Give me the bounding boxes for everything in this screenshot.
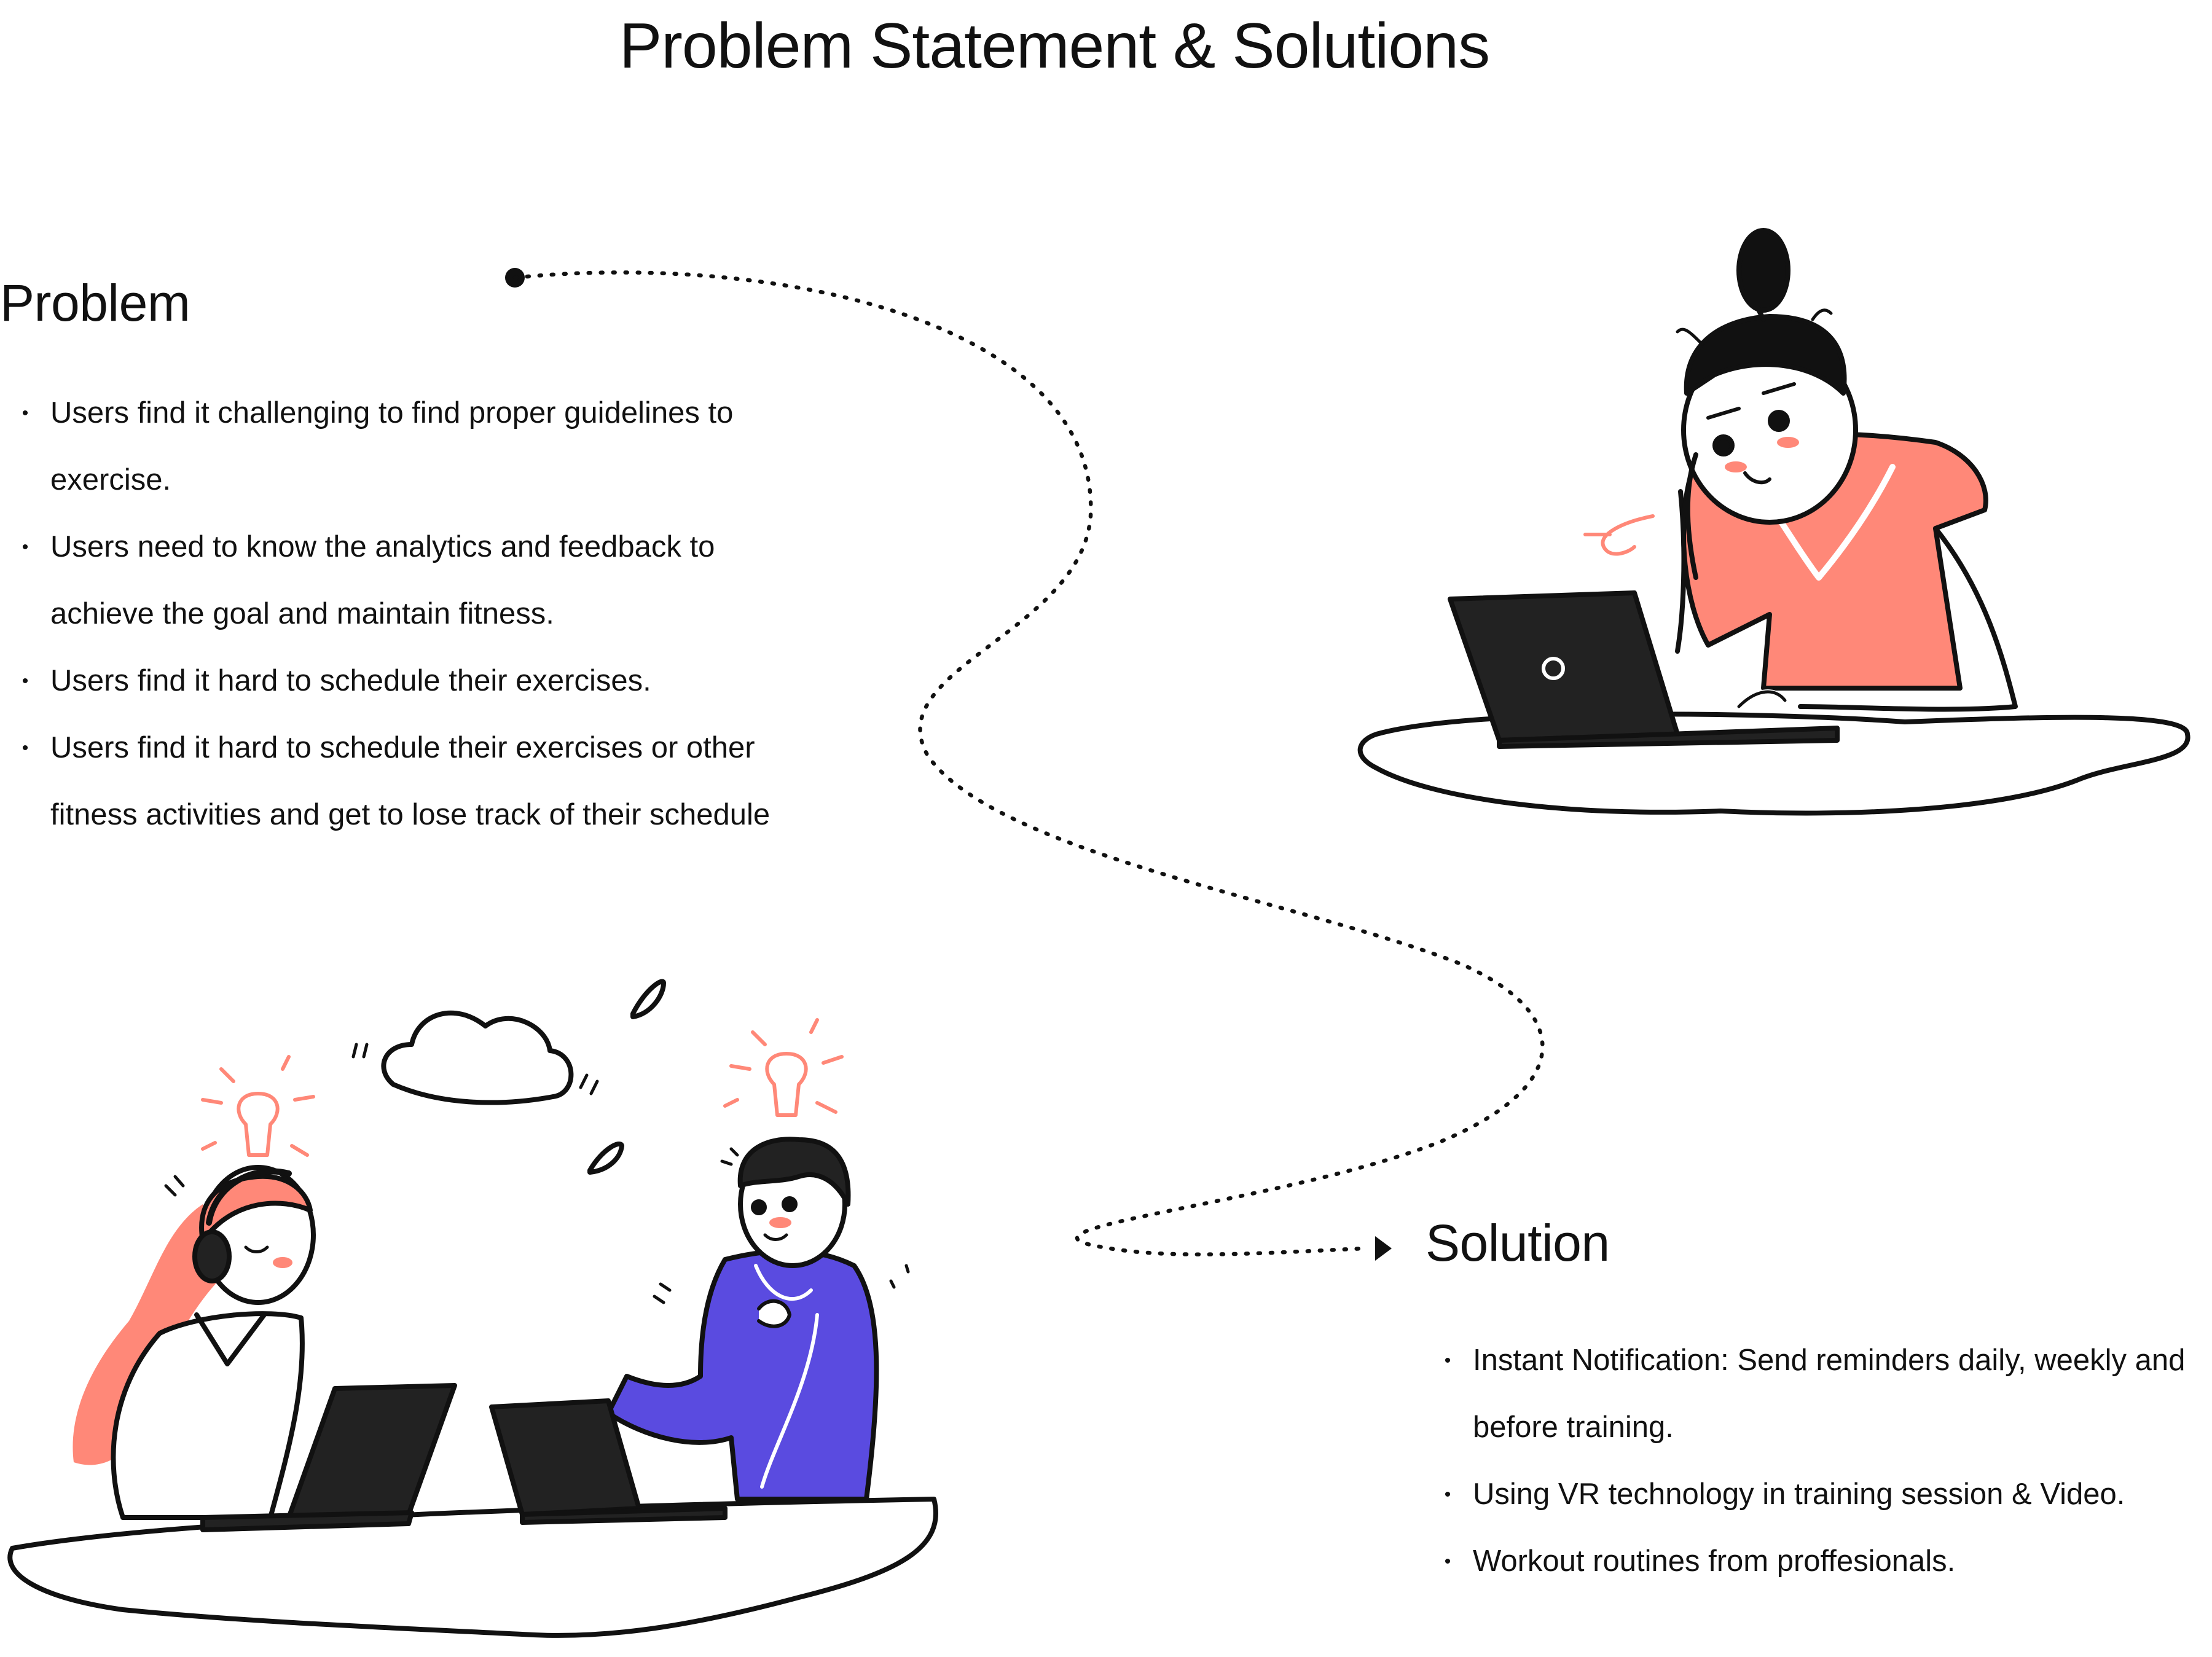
solution-heading: Solution — [1426, 1214, 1610, 1272]
list-item: • Users find it hard to schedule their ex… — [0, 715, 811, 848]
bullet-icon: • — [22, 403, 29, 423]
bullet-icon: • — [22, 738, 29, 758]
list-item: • Users find it challenging to find prope… — [0, 380, 811, 514]
bullet-icon: • — [1444, 1484, 1451, 1505]
list-item: • Instant Notification: Send reminders da… — [1422, 1327, 2212, 1461]
list-item-text: Workout routines from proffesionals. — [1473, 1545, 1956, 1578]
page-title: Problem Statement & Solutions — [619, 10, 1490, 82]
problem-list: • Users find it challenging to find prope… — [0, 380, 811, 848]
list-item-text: Users find it hard to schedule their exe… — [50, 664, 651, 697]
connector-curve — [512, 270, 1545, 1256]
list-item-text: Instant Notification: Send reminders dai… — [1473, 1344, 2186, 1444]
list-item-text: Using VR technology in training session … — [1473, 1478, 2125, 1511]
list-item: • Users find it hard to schedule their ex… — [0, 648, 811, 715]
bullet-icon: • — [22, 671, 29, 691]
solution-list: • Instant Notification: Send reminders da… — [1422, 1327, 2212, 1595]
list-item: • Users need to know the analytics and fe… — [0, 514, 811, 648]
list-item: • Workout routines from proffesionals. — [1422, 1528, 2212, 1595]
list-item-text: Users find it challenging to find proper… — [50, 396, 734, 496]
list-item: • Using VR technology in training session… — [1422, 1461, 2212, 1528]
bullet-icon: • — [1444, 1350, 1451, 1371]
bullet-icon: • — [22, 537, 29, 557]
bullet-icon: • — [1444, 1551, 1451, 1572]
list-item-text: Users need to know the analytics and fee… — [50, 530, 715, 630]
problem-heading: Problem — [0, 274, 190, 332]
list-item-text: Users find it hard to schedule their exe… — [50, 731, 771, 831]
connector-arrow-icon — [1375, 1236, 1392, 1261]
